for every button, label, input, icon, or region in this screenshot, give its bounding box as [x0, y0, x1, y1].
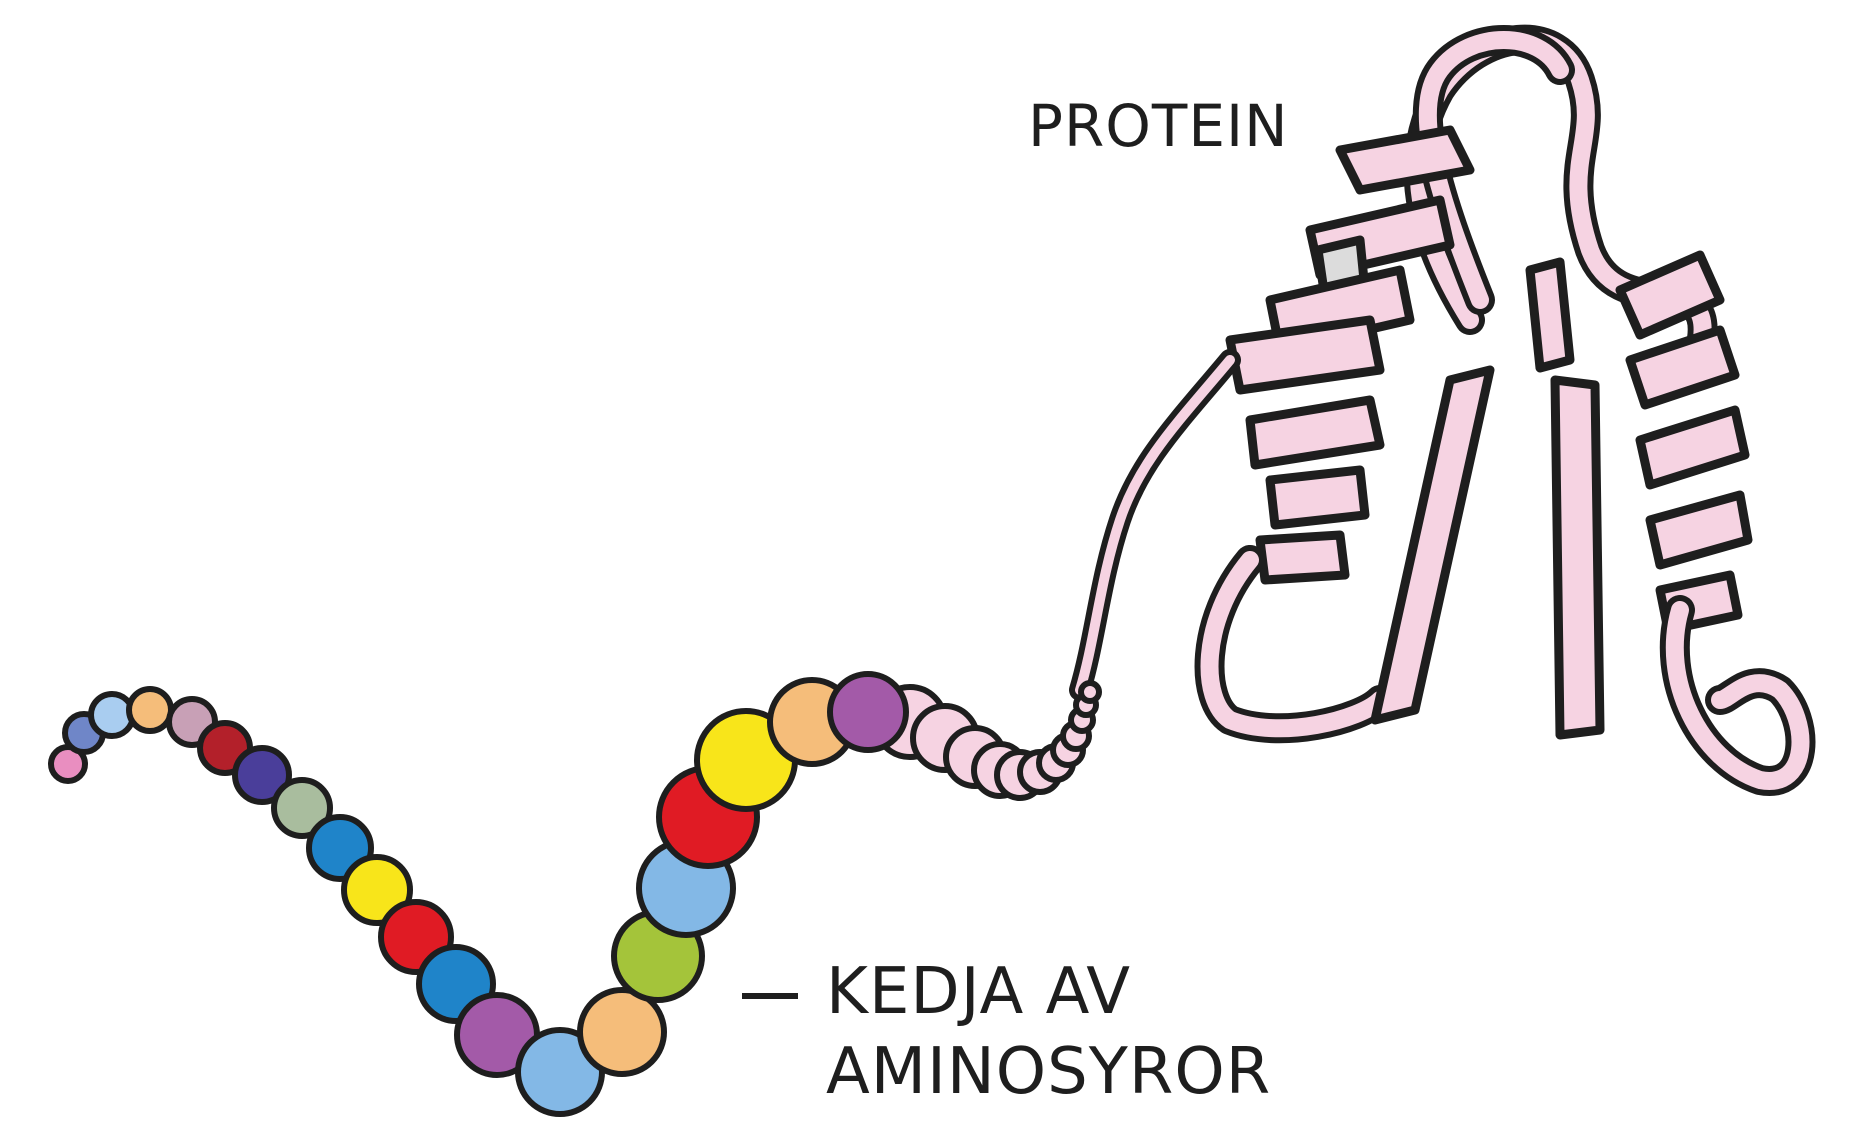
- helix-turn: [1640, 410, 1745, 485]
- helix-turn: [1250, 400, 1380, 465]
- helix-turn: [1650, 495, 1748, 565]
- amino-acid-bead: [830, 674, 906, 750]
- amino-acid-bead: [129, 689, 171, 731]
- protein-label: PROTEIN: [1028, 92, 1289, 160]
- right-helix: [1620, 255, 1748, 630]
- transition-beads: [875, 683, 1099, 798]
- chain-label-line2: AMINOSYROR: [826, 1035, 1271, 1109]
- amino-acid-bead: [580, 990, 664, 1074]
- helix-turn: [1260, 535, 1345, 580]
- transition-bead: [1081, 683, 1099, 701]
- beta-strand-mid: [1530, 262, 1570, 368]
- beta-strand-left: [1375, 370, 1490, 720]
- chain-label-line1: KEDJA AV: [826, 955, 1131, 1029]
- helix-turn: [1230, 320, 1380, 390]
- helix-turn: [1270, 470, 1365, 525]
- beta-strand-right: [1555, 380, 1600, 735]
- helix-turn: [1630, 330, 1735, 405]
- amino-acid-chain: [51, 674, 906, 1114]
- chain-label-pointer: [742, 993, 798, 999]
